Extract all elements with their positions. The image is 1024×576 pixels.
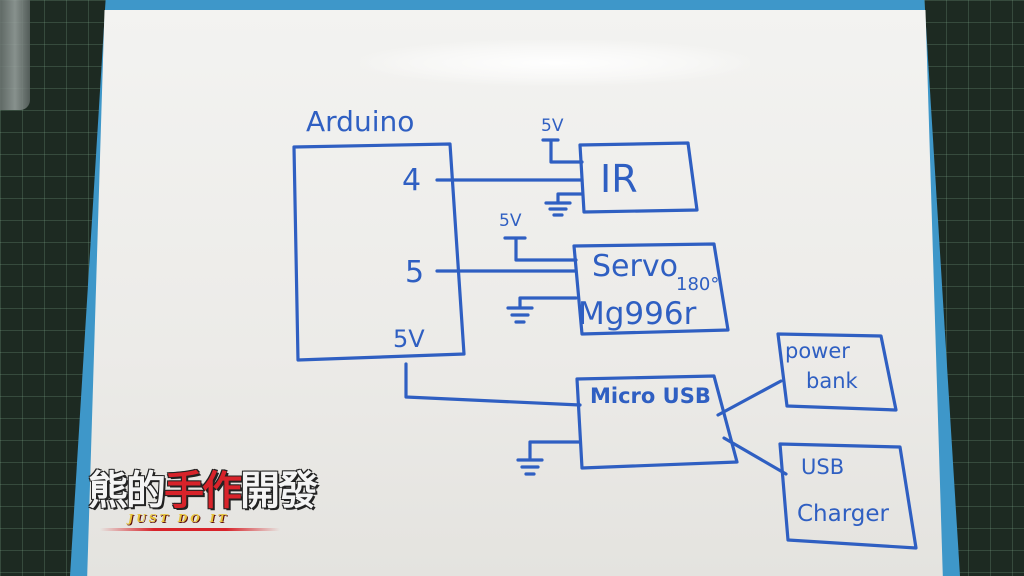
- micro-usb-label: Micro USB: [590, 384, 711, 408]
- usb-charger-line2: Charger: [797, 501, 890, 527]
- wire-5v-to-micro-usb: [404, 362, 582, 407]
- watermark-title-b: 手作: [164, 467, 242, 514]
- watermark-logo: 熊的手作開發: [88, 458, 318, 514]
- arduino-label: Arduino: [306, 105, 414, 138]
- pin-4-label: 4: [402, 163, 421, 198]
- usb-charger-line1: USB: [801, 455, 844, 479]
- micro-usb-ground-symbol: [516, 440, 582, 476]
- pin-5v-label: 5V: [393, 325, 425, 353]
- bottle-corner: [0, 0, 30, 110]
- watermark-underline: [100, 528, 280, 531]
- ir-ground-symbol: [544, 192, 584, 217]
- power-bank-line2: bank: [806, 369, 859, 393]
- watermark-title-c: 開發: [240, 467, 318, 514]
- servo-5v-label: 5V: [499, 211, 522, 231]
- watermark-title-a: 熊的: [88, 467, 166, 514]
- watermark-subtitle: JUST DO IT: [128, 512, 230, 525]
- servo-label: Servo: [592, 249, 678, 284]
- ir-label: IR: [600, 157, 638, 201]
- servo-box: [572, 242, 730, 336]
- light-glare: [360, 40, 750, 86]
- whiteboard-surface: [87, 10, 943, 576]
- ir-5v-label: 5V: [541, 116, 564, 136]
- wire-micro-usb-to-usb-charger: [722, 436, 788, 476]
- usb-charger-box: [778, 442, 918, 550]
- wire-servo-vcc: [503, 236, 578, 262]
- wire-micro-usb-to-power-bank: [716, 379, 783, 417]
- servo-angle-label: 180°: [676, 274, 719, 295]
- power-bank-line1: power: [785, 339, 850, 363]
- power-bank-box: [776, 332, 898, 412]
- servo-ground-symbol: [506, 296, 578, 324]
- ir-box: [578, 141, 699, 214]
- micro-usb-box: [575, 374, 739, 470]
- servo-model-label: Mg996r: [578, 296, 697, 332]
- pin-5-label: 5: [405, 255, 424, 290]
- arduino-box: [292, 142, 466, 362]
- wire-ir-vcc: [541, 138, 584, 164]
